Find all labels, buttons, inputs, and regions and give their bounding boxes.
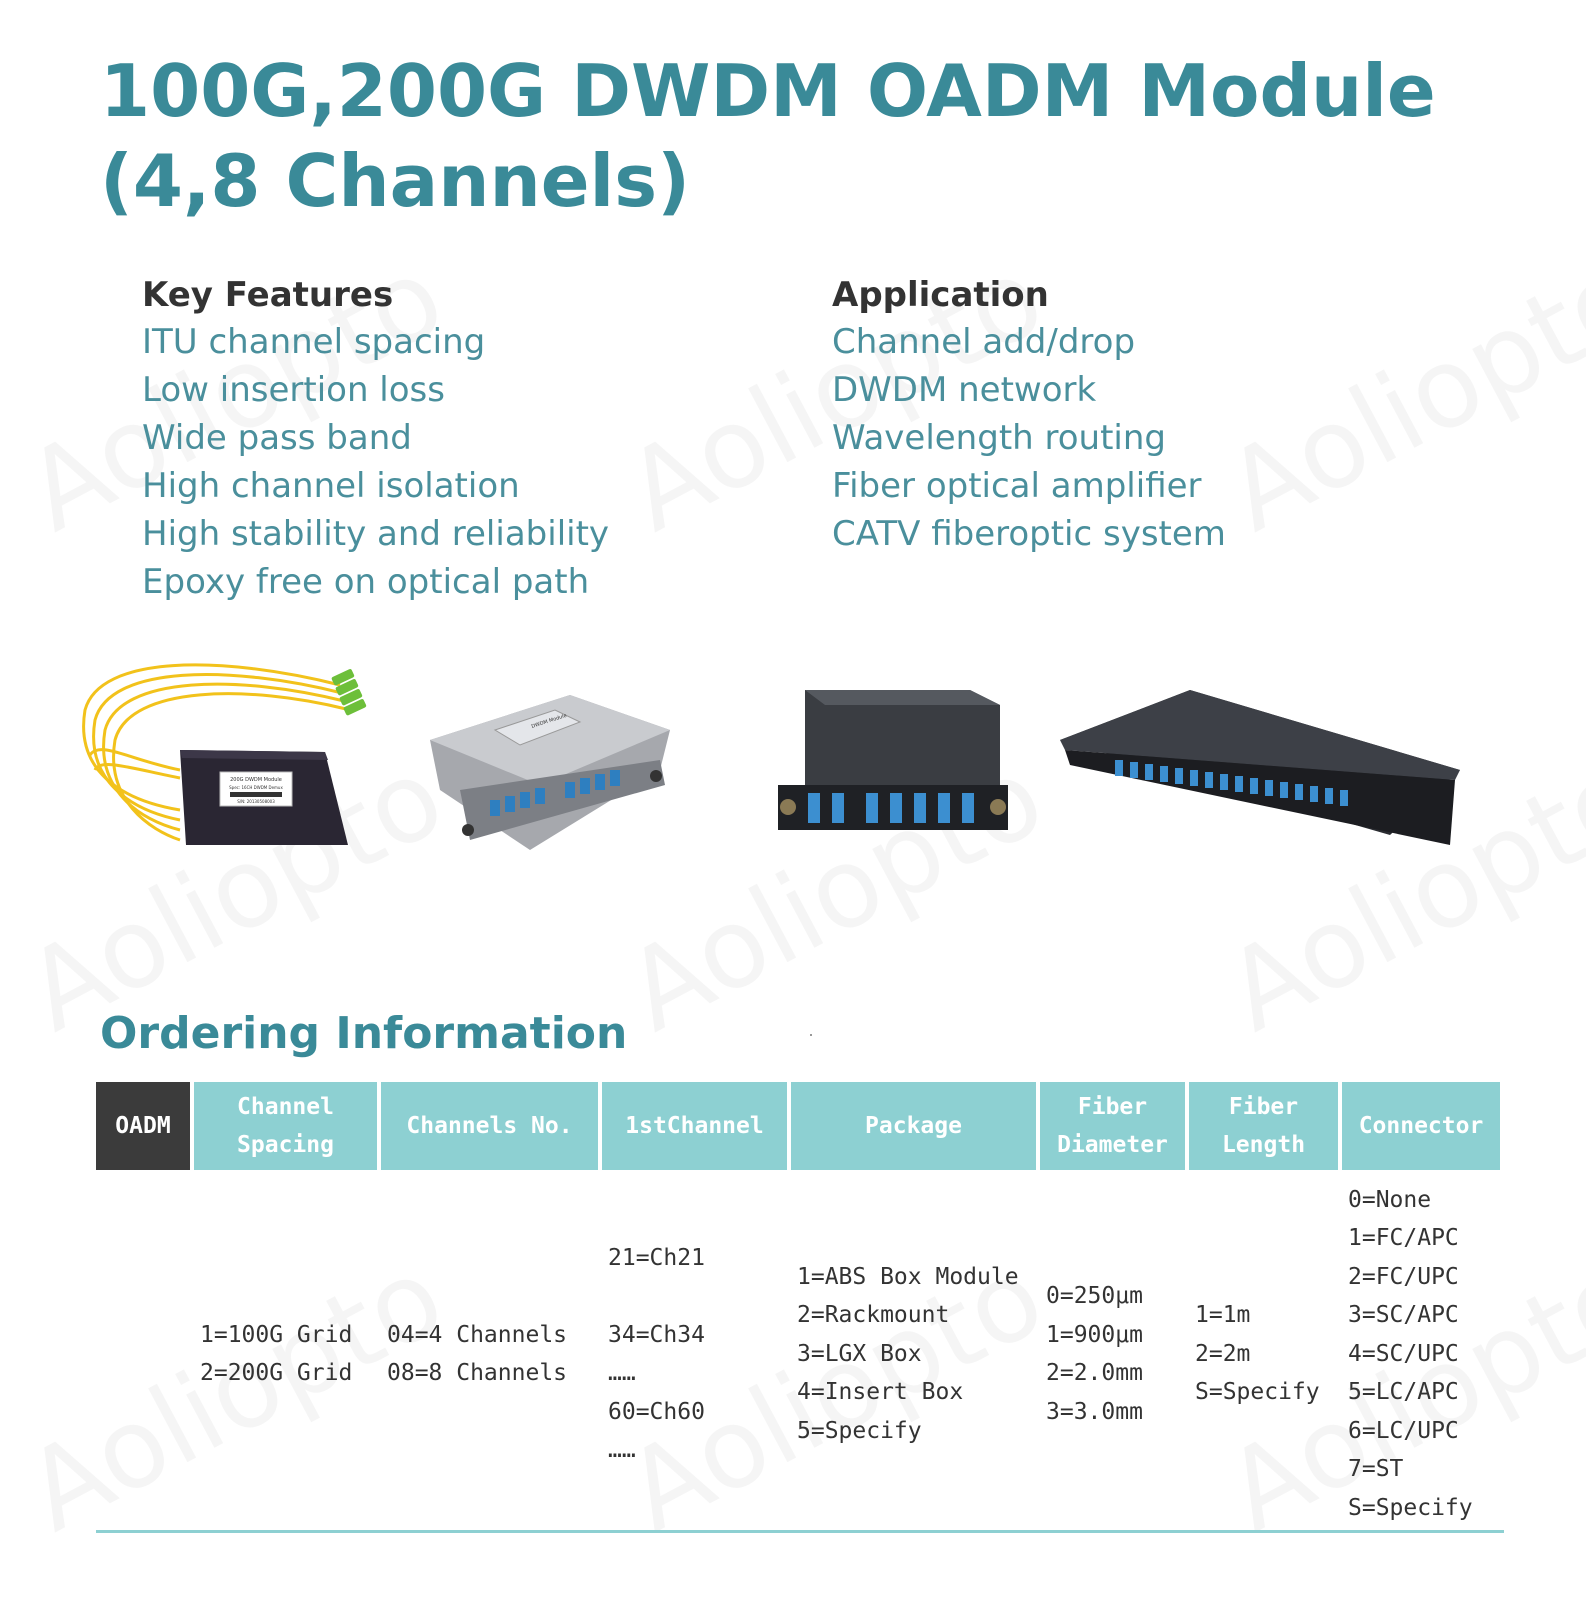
feature-item: Epoxy free on optical path <box>142 562 590 602</box>
table-bottom-rule <box>96 1530 1504 1533</box>
application-item: CATV fiberoptic system <box>832 514 1226 554</box>
key-features-heading: Key Features <box>142 275 394 315</box>
table-header-row: OADM Channel Spacing Channels No. 1stCha… <box>96 1082 1504 1170</box>
header-channel-spacing: Channel Spacing <box>194 1082 377 1170</box>
feature-item: High stability and reliability <box>142 514 610 554</box>
application-section: Application Channel add/drop DWDM networ… <box>832 272 1226 558</box>
value-fiber-diameter: 0=250μm 1=900μm 2=2.0mm 3=3.0mm <box>1046 1283 1143 1425</box>
header-fiber-diameter: Fiber Diameter <box>1040 1082 1185 1170</box>
abs-label-text: Spec: 16CH DWDM Demux <box>229 785 283 790</box>
insert-box-image <box>778 690 1008 830</box>
rackmount-image <box>1060 690 1460 845</box>
application-item: Wavelength routing <box>832 418 1166 458</box>
header-connector: Connector <box>1342 1082 1500 1170</box>
ordering-information-heading: Ordering Information <box>100 1008 628 1059</box>
watermark: Aoliopto <box>1206 232 1586 556</box>
feature-item: High channel isolation <box>142 466 520 506</box>
abs-box-module-image: 200G DWDM Module Spec: 16CH DWDM Demux S… <box>82 663 367 845</box>
application-item: DWDM network <box>832 370 1097 410</box>
value-package: 1=ABS Box Module 2=Rackmount 3=LGX Box 4… <box>797 1263 1019 1444</box>
header-oadm: OADM <box>96 1082 190 1170</box>
application-item: Channel add/drop <box>832 322 1136 362</box>
header-package: Package <box>791 1082 1036 1170</box>
feature-item: Low insertion loss <box>142 370 445 410</box>
value-connector: 0=None 1=FC/APC 2=FC/UPC 3=SC/APC 4=SC/U… <box>1348 1186 1473 1521</box>
ordering-table: OADM Channel Spacing Channels No. 1stCha… <box>96 1082 1504 1528</box>
product-images: 200G DWDM Module Spec: 16CH DWDM Demux S… <box>70 660 1490 910</box>
value-channels-no: 04=4 Channels 08=8 Channels <box>387 1321 568 1387</box>
table-row: 1=100G Grid 2=200G Grid 04=4 Channels 08… <box>96 1180 1504 1528</box>
key-features-section: Key Features ITU channel spacing Low ins… <box>142 272 609 606</box>
page-title: 100G,200G DWDM OADM Module (4,8 Channels… <box>100 49 1436 223</box>
feature-item: ITU channel spacing <box>142 322 486 362</box>
value-1st-channel: 21=Ch21 34=Ch34 …… 60=Ch60 …… <box>608 1244 705 1464</box>
application-item: Fiber optical amplifier <box>832 466 1202 506</box>
abs-label-text: S/N: 20130508003 <box>237 799 275 804</box>
header-channels-no: Channels No. <box>381 1082 598 1170</box>
feature-item: Wide pass band <box>142 418 412 458</box>
abs-label-text: 200G DWDM Module <box>230 777 282 783</box>
stray-dot <box>810 1034 812 1036</box>
value-channel-spacing: 1=100G Grid 2=200G Grid <box>200 1321 353 1387</box>
value-fiber-length: 1=1m 2=2m S=Specify <box>1195 1302 1320 1406</box>
header-1st-channel: 1stChannel <box>602 1082 787 1170</box>
lgx-box-image: DWDM Module <box>430 695 670 850</box>
value-oadm <box>96 1180 190 1528</box>
header-fiber-length: Fiber Length <box>1189 1082 1338 1170</box>
application-heading: Application <box>832 275 1049 315</box>
